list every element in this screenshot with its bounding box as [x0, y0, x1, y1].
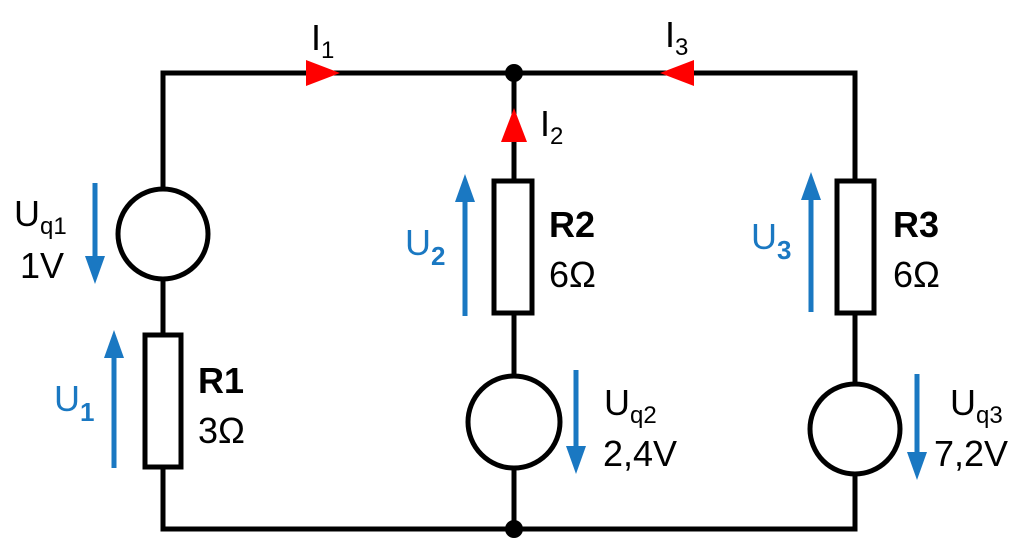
label-uq3-symbol: Uq3	[950, 382, 1003, 429]
resistor-r3	[834, 178, 877, 316]
label-r2-value: 6Ω	[549, 254, 596, 295]
label-r3-value: 6Ω	[893, 254, 940, 295]
voltage-arrowhead-uq2	[566, 446, 586, 474]
resistor-r2	[491, 178, 535, 316]
source-uq3	[807, 381, 903, 477]
label-uq1-symbol: Uq1	[14, 193, 67, 240]
label-uq2-symbol: Uq2	[604, 382, 657, 429]
voltage-arrowhead-u2	[455, 174, 475, 202]
label-u2: U2	[405, 222, 445, 271]
label-r1-name: R1	[198, 360, 244, 401]
current-arrow-i1	[306, 60, 340, 86]
label-i1: I1	[311, 17, 334, 64]
voltage-arrowhead-u1	[104, 330, 124, 358]
label-uq2-value: 2,4V	[603, 433, 677, 474]
label-i2: I2	[540, 103, 563, 150]
source-uq2	[465, 373, 563, 471]
node-top	[505, 64, 523, 82]
label-uq3-value: 7,2V	[934, 433, 1008, 474]
label-r1-value: 3Ω	[198, 410, 245, 451]
voltage-arrowhead-uq3	[907, 452, 927, 480]
label-u3: U3	[751, 216, 791, 265]
voltage-arrowhead-uq1	[85, 256, 105, 284]
current-arrow-i2	[501, 108, 527, 142]
label-u1: U1	[54, 378, 94, 427]
node-bottom	[505, 520, 523, 538]
source-uq1	[115, 186, 211, 282]
label-i3: I3	[665, 14, 688, 61]
label-r2-name: R2	[549, 204, 595, 245]
current-arrow-i3	[660, 60, 694, 86]
voltage-arrowhead-u3	[801, 172, 821, 200]
label-r3-name: R3	[893, 204, 939, 245]
label-uq1-value: 1V	[20, 245, 64, 286]
resistor-r1	[142, 332, 184, 470]
